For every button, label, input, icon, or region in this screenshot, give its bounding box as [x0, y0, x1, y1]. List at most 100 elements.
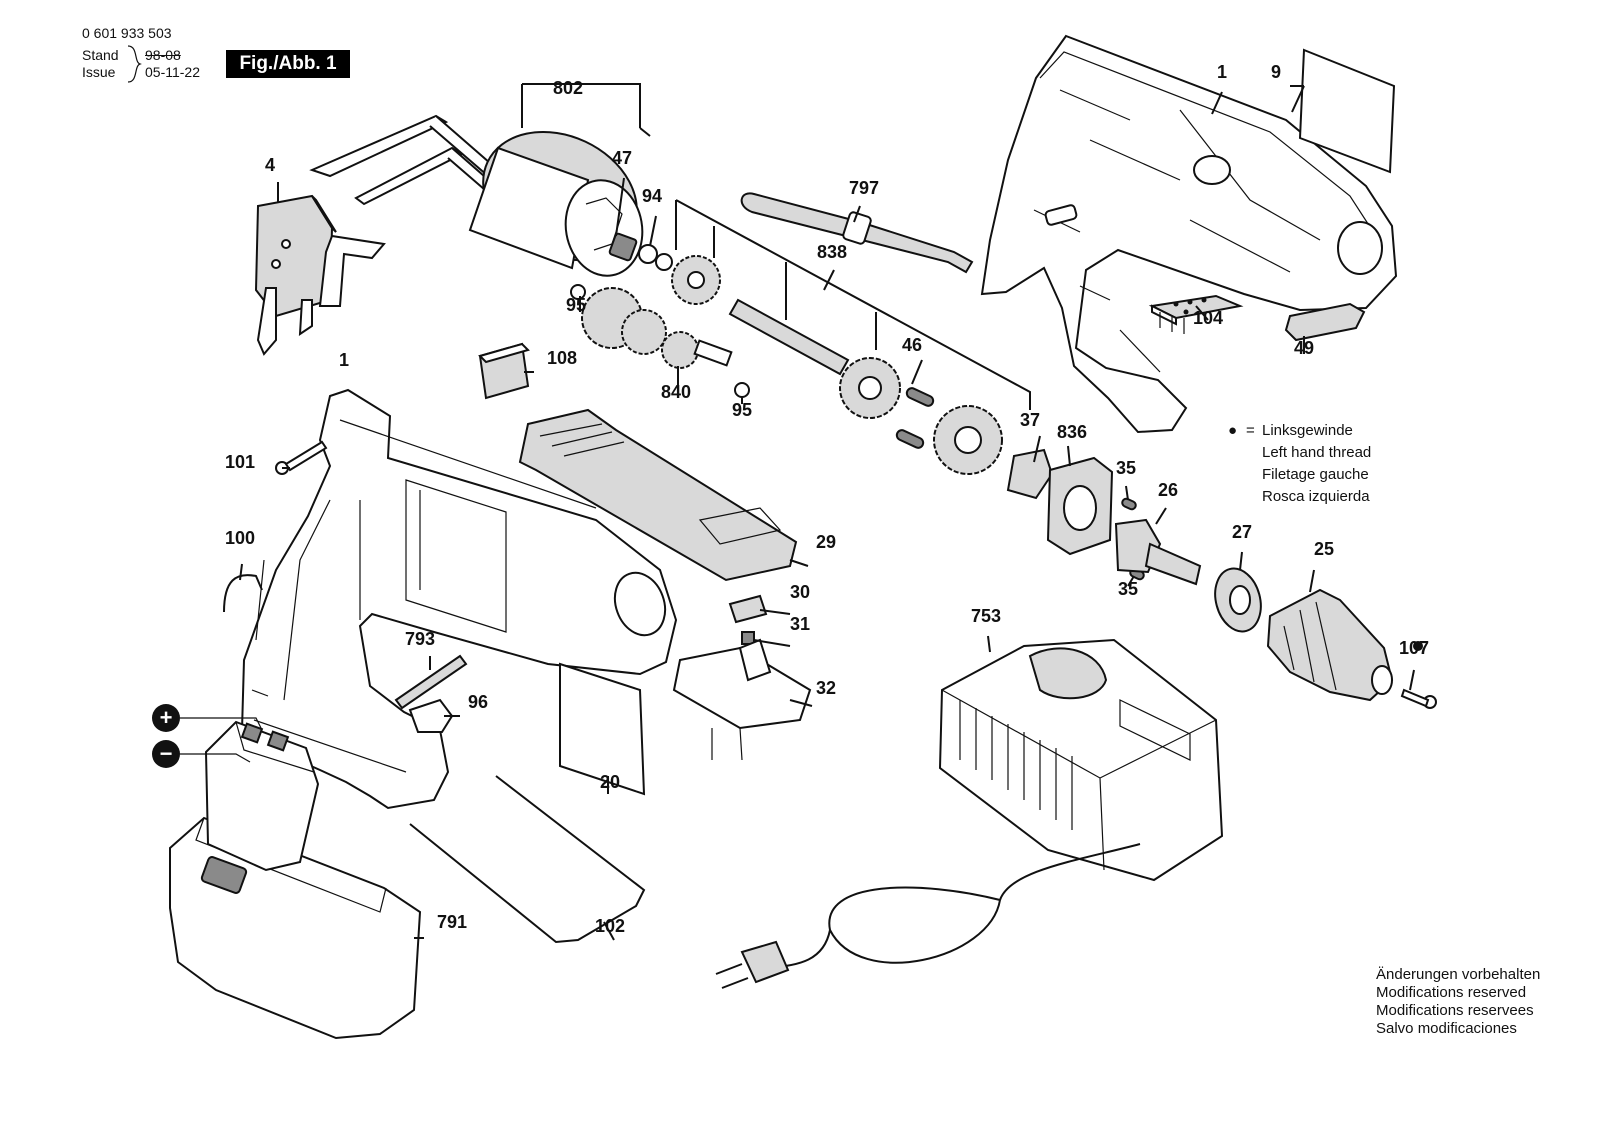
callout-25: 25 [1313, 539, 1335, 559]
callout-47: 47 [611, 148, 633, 168]
legend-bullet-icon: ● [1228, 422, 1238, 439]
latch-49 [1284, 302, 1366, 342]
housing-half-left [240, 388, 678, 810]
callout-95: 95 [565, 295, 587, 315]
modifications-line: Änderungen vorbehalten [1376, 966, 1541, 983]
callout-35: 35 [1117, 579, 1139, 599]
callout-9: 9 [1270, 62, 1281, 82]
callout-27: 27 [1231, 522, 1253, 542]
callout-35: 35 [1115, 458, 1137, 478]
callout-26: 26 [1157, 480, 1179, 500]
holder-96 [408, 698, 454, 733]
battery-terminal-plus: + [152, 704, 180, 732]
legend-equals: = [1246, 422, 1255, 439]
issue-label: Issue [82, 64, 116, 80]
belt-part [740, 192, 974, 274]
callout-840: 840 [660, 382, 692, 402]
callout-802: 802 [552, 78, 584, 98]
callout-37: 37 [1019, 410, 1041, 430]
callout-104: 104 [1192, 308, 1224, 328]
motor-assembly [309, 83, 651, 277]
chuck-25 [1266, 588, 1394, 702]
legend-line: Linksgewinde [1262, 422, 1353, 439]
callout-102: 102 [594, 916, 626, 936]
coupling-37 [1006, 448, 1054, 500]
modifications-line: Modifications reservees [1376, 1002, 1534, 1019]
figure-label: Fig./Abb. 1 [226, 50, 350, 78]
callout-1: 1 [338, 350, 349, 370]
spring-100 [223, 574, 263, 613]
part-number: 0 601 933 503 [82, 25, 172, 41]
callout-108: 108 [546, 348, 578, 368]
callout-30: 30 [789, 582, 811, 602]
callout-29: 29 [815, 532, 837, 552]
screw-107 [1400, 688, 1437, 709]
screw-101 [275, 440, 328, 475]
callout-4: 4 [264, 155, 275, 175]
callout-96: 96 [467, 692, 489, 712]
callout-95: 95 [731, 400, 753, 420]
callout-94: 94 [641, 186, 663, 206]
shaft-bracket [675, 199, 1031, 410]
battery-pack-791 [169, 720, 422, 1040]
callout-32: 32 [815, 678, 837, 698]
callout-49: 49 [1293, 338, 1315, 358]
callout-31: 31 [789, 614, 811, 634]
callout-793: 793 [404, 629, 436, 649]
issue-date: 05-11-22 [145, 64, 201, 80]
seal-ring-102 [409, 775, 646, 944]
spindle-26 [1114, 518, 1202, 586]
legend-line: Rosca izquierda [1262, 488, 1370, 505]
callout-100: 100 [224, 528, 256, 548]
svg-text:−: − [160, 741, 173, 766]
modifications-line: Salvo modificaciones [1376, 1020, 1517, 1037]
housing-half-right [980, 34, 1398, 434]
bearing-27 [1214, 567, 1262, 633]
nameplate-label [1298, 48, 1396, 174]
modifications-line: Modifications reserved [1376, 984, 1527, 1001]
switch-trigger-lever [318, 234, 386, 307]
gear-intermediate [621, 309, 667, 355]
housing-shell [980, 34, 1398, 434]
bearing-ball [734, 382, 750, 398]
spindle-shaft [728, 298, 850, 376]
battery-cover-29 [518, 408, 798, 582]
motor-bracket [521, 83, 641, 128]
part-30 [728, 594, 768, 624]
callout-791: 791 [436, 912, 468, 932]
pin [905, 387, 935, 407]
callout-838: 838 [816, 242, 848, 262]
part-32 [672, 638, 812, 761]
legend-line: Left hand thread [1262, 444, 1372, 461]
plug [715, 940, 790, 989]
switch-terminal [298, 299, 313, 336]
callout-101: 101 [224, 452, 256, 472]
switch-part [254, 194, 386, 356]
left-hand-thread-marker [1413, 641, 1423, 651]
stand-date: 98-08 [145, 47, 181, 63]
pin [895, 429, 925, 449]
callout-20: 20 [599, 772, 621, 792]
washer-94 [638, 244, 658, 264]
pinion-840 [661, 331, 699, 369]
callout-836: 836 [1056, 422, 1088, 442]
bit-793 [394, 654, 468, 710]
pin-35 [1121, 497, 1137, 511]
motor-pinion [608, 232, 638, 262]
thread-legend: ● = Linksgewinde Left hand thread Fileta… [1228, 420, 1372, 508]
power-cord [765, 843, 1141, 969]
callout-46: 46 [901, 335, 923, 355]
callout-107: 107 [1398, 638, 1430, 658]
gear-train [570, 199, 1054, 500]
ring [655, 253, 673, 271]
brace-icon [127, 45, 142, 83]
stand-label: Stand [82, 47, 119, 63]
callout-797: 797 [848, 178, 880, 198]
adapter-836 [1046, 456, 1114, 556]
callout-753: 753 [970, 606, 1002, 626]
callout-1: 1 [1216, 62, 1227, 82]
label-20 [559, 662, 646, 796]
battery-terminal-minus: − [152, 740, 180, 768]
bearing-ball [570, 284, 586, 300]
